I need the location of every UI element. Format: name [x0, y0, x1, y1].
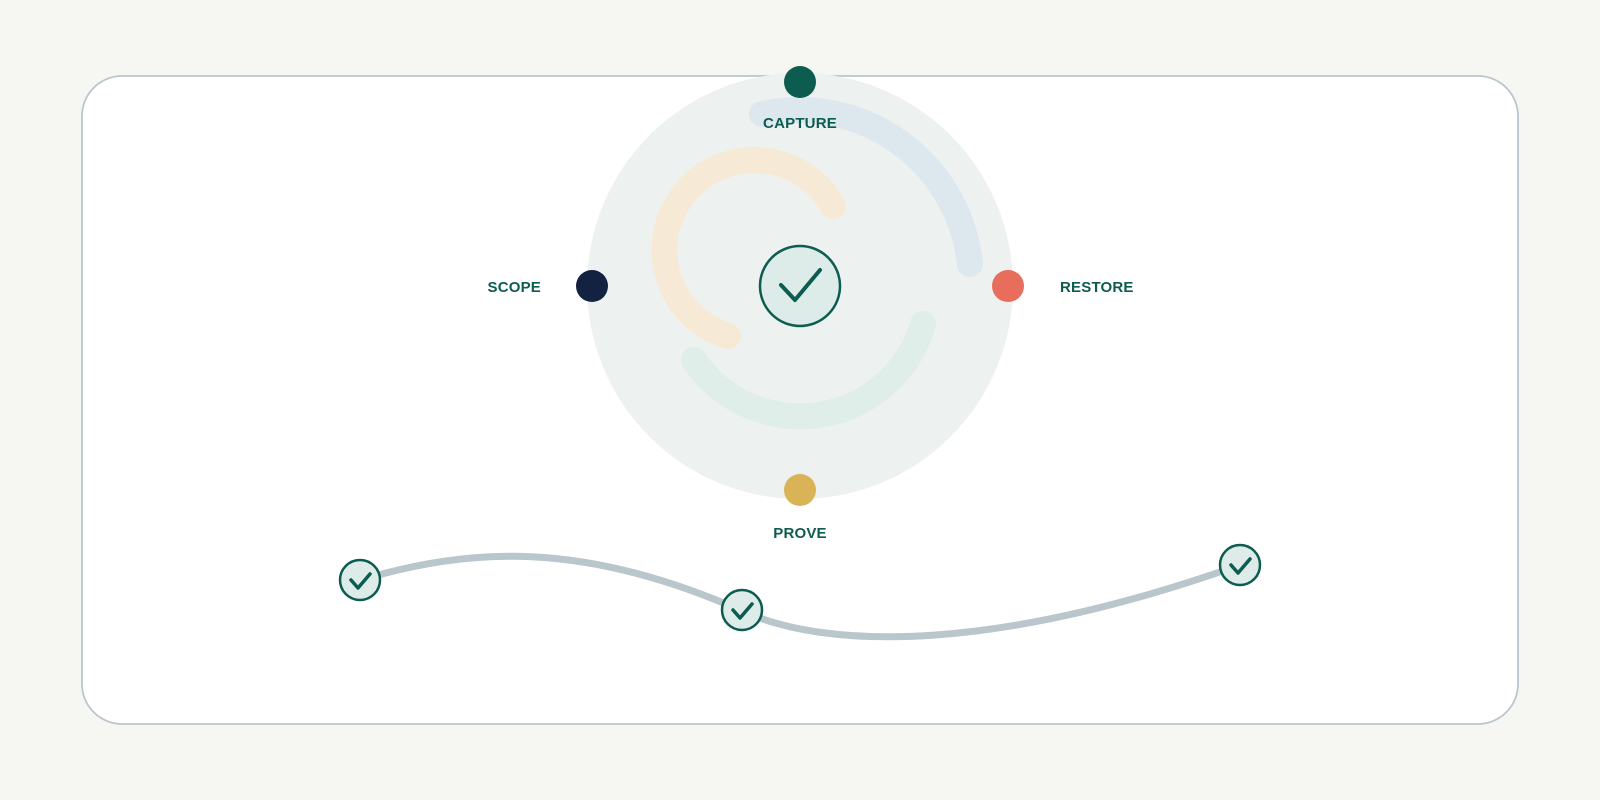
center-check-icon — [758, 244, 842, 328]
prove-label: PROVE — [773, 525, 827, 542]
capture-dot-icon — [784, 66, 816, 98]
checkpoint-3-check-icon — [1218, 543, 1262, 587]
inner-progress-arc — [651, 147, 846, 349]
stage-restore[interactable]: RESTORE — [992, 270, 1134, 302]
stage-prove[interactable]: PROVE — [773, 474, 827, 542]
prove-dot-icon — [784, 474, 816, 506]
middle-progress-arc — [681, 311, 936, 430]
scope-label: SCOPE — [487, 279, 541, 296]
checkpoint-2-check-icon — [720, 588, 764, 632]
restore-dot-icon — [992, 270, 1024, 302]
checkpoint-1-check-icon — [338, 558, 382, 602]
capture-label: CAPTURE — [763, 115, 837, 132]
stage-capture[interactable]: CAPTURE — [763, 66, 837, 132]
scope-dot-icon — [576, 270, 608, 302]
restore-label: RESTORE — [1060, 279, 1134, 296]
outer-progress-arc — [749, 97, 983, 277]
stage-scope[interactable]: SCOPE — [487, 270, 608, 302]
